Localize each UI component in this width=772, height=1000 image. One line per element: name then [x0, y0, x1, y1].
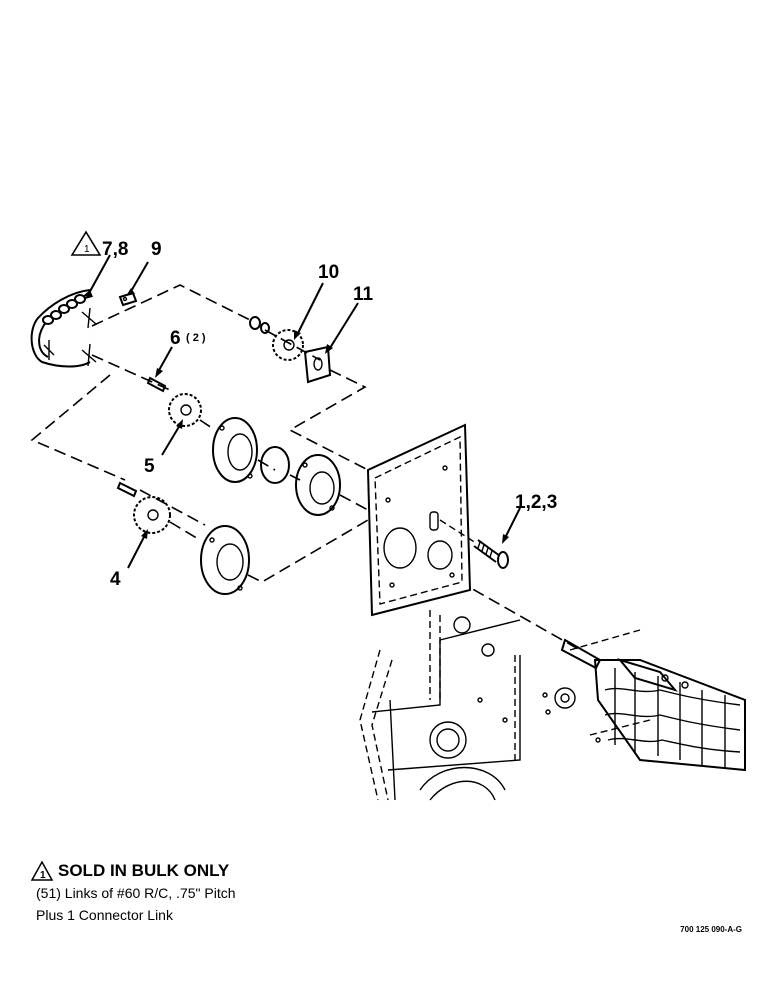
callout-10: 10: [318, 262, 339, 283]
roller-assembly: [394, 544, 746, 772]
callout-1-2-3: 1,2,3: [515, 492, 557, 513]
keys: [116, 376, 167, 498]
callout-11: 11: [353, 284, 374, 305]
callout-leaders: [83, 254, 521, 569]
washers: [249, 316, 332, 384]
note-title-row: 1 SOLD IN BULK ONLY: [30, 860, 430, 882]
bulk-note: 1 SOLD IN BULK ONLY (51) Links of #60 R/…: [30, 860, 430, 926]
drawing-reference-number: 700 125 090-A-G: [680, 925, 742, 934]
flange-bearings: [200, 417, 341, 595]
callout-9: 9: [151, 239, 162, 260]
bolt-part: [439, 519, 509, 569]
frame-panels: [359, 610, 651, 801]
note-title: SOLD IN BULK ONLY: [58, 861, 230, 880]
assembly-lines: [30, 284, 369, 583]
warning-triangle-icon: 1: [30, 860, 54, 881]
note-line-1: (51) Links of #60 R/C, .75" Pitch: [36, 885, 236, 901]
warning-triangle-number: 1: [84, 244, 90, 255]
callout-5: 5: [144, 456, 155, 477]
mounting-plate: [366, 423, 472, 617]
callout-6-quantity: ( 2 ): [186, 332, 206, 344]
callout-6: 6: [170, 328, 181, 349]
warning-triangle-icon: [70, 230, 102, 256]
note-line-2: Plus 1 Connector Link: [36, 907, 173, 923]
roller-chain: [30, 289, 97, 368]
note-warning-number: 1: [40, 870, 46, 881]
callout-4: 4: [110, 569, 121, 590]
callout-7-8: 7,8: [102, 239, 128, 260]
